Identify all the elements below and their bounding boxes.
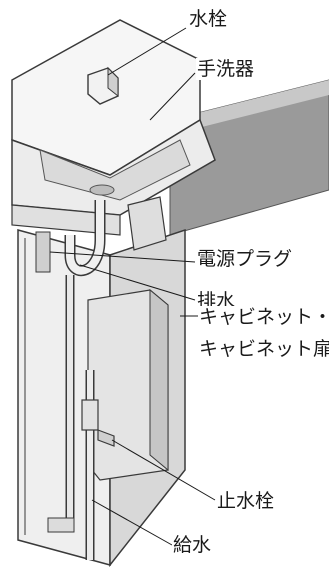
- label-stop-valve: 止水栓: [216, 490, 276, 512]
- faucet-side: [107, 66, 119, 98]
- drain-hole: [89, 184, 115, 196]
- stop-valve-handle: [97, 429, 115, 447]
- leader-lines: [49, 27, 216, 546]
- label-cabinet-line1: キャビネット・: [198, 306, 329, 328]
- leader-water-supply: [91, 499, 173, 546]
- stop-valve-body: [81, 399, 99, 431]
- wall-panel-top: [170, 80, 329, 135]
- leader-stop-valve: [111, 439, 216, 501]
- power-box: [127, 196, 167, 251]
- label-power-plug: 電源プラグ: [196, 248, 294, 270]
- label-hand-washer: 手洗器: [196, 58, 256, 80]
- leader-faucet: [107, 27, 187, 76]
- inner-box-side: [149, 288, 169, 472]
- label-faucet: 水栓: [188, 8, 229, 30]
- leader-hand-washer: [149, 72, 196, 121]
- leader-drain: [79, 264, 196, 301]
- basin-front-lip: [11, 204, 121, 236]
- leader-power-plug: [49, 251, 196, 263]
- power-plug-body: [35, 231, 51, 273]
- label-cabinet-line2: キャビネット扉: [198, 338, 329, 360]
- basin-bowl: [39, 139, 191, 201]
- label-water-supply: 給水: [172, 534, 213, 556]
- drain-outlet: [47, 517, 75, 533]
